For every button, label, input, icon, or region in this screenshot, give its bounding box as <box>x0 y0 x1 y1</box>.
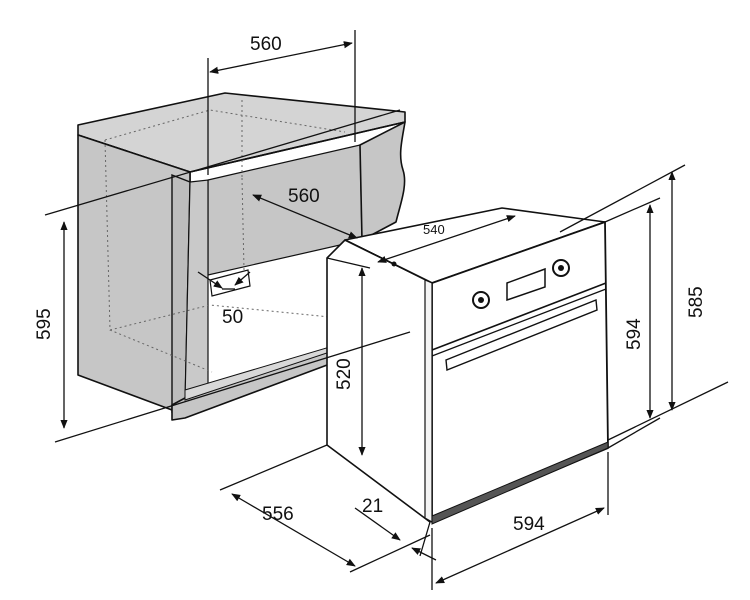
dimension-labels: 560 560 595 50 540 520 556 21 594 585 59… <box>34 34 707 535</box>
oven <box>326 207 609 525</box>
label-niche-total-height: 585 <box>686 286 707 318</box>
label-oven-body-height: 520 <box>334 358 355 390</box>
label-niche-depth: 560 <box>288 186 320 207</box>
oven-handle <box>445 299 598 371</box>
label-niche-width: 560 <box>250 34 282 55</box>
label-oven-front-height: 594 <box>624 318 645 350</box>
label-oven-depth: 556 <box>262 504 294 525</box>
label-vent-gap: 50 <box>222 307 243 328</box>
label-niche-height: 595 <box>34 308 55 340</box>
dimension-lines <box>44 30 729 590</box>
label-oven-front-width: 594 <box>513 514 545 535</box>
oven-display <box>506 267 546 302</box>
label-oven-top-width: 540 <box>423 222 445 237</box>
label-front-panel-depth: 21 <box>362 496 383 517</box>
cabinet-niche <box>77 92 406 421</box>
cabinet-right-panel <box>359 121 406 241</box>
